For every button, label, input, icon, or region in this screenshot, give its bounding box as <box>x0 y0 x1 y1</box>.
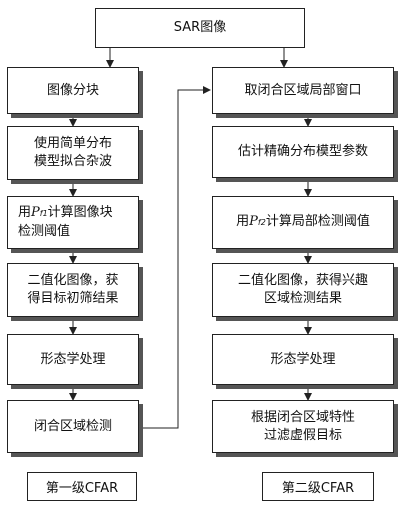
stage2-label-text: 第二级CFAR <box>281 481 355 496</box>
p-f2-symbol: P <box>249 214 258 229</box>
step-estimate-parameters-label: 估计精确分布模型参数 <box>237 144 368 159</box>
step-filter-false-targets: 根据闭合区域特性 过滤虚假目标 <box>212 400 394 453</box>
stage1-label-text: 第一级CFAR <box>45 481 119 496</box>
step-local-window: 取闭合区域局部窗口 <box>212 67 394 114</box>
step-binarize-roi-line2: 区域检测结果 <box>263 291 342 306</box>
step-morphology-2: 形态学处理 <box>212 334 394 385</box>
step-binarize-initial: 二值化图像，获 得目标初筛结果 <box>7 263 139 317</box>
sar-image-box: SAR图像 <box>95 8 305 48</box>
step-image-partition: 图像分块 <box>7 67 139 114</box>
step-morphology-1: 形态学处理 <box>7 334 139 385</box>
p-f1-subscript: f1 <box>39 209 48 218</box>
step-block-threshold: 用Pf1计算图像块 检测阈值 <box>7 196 139 249</box>
step-estimate-parameters: 估计精确分布模型参数 <box>212 126 394 178</box>
step-closed-region-detection: 闭合区域检测 <box>7 400 139 453</box>
step-binarize-roi-line1: 二值化图像，获得兴趣 <box>237 273 368 288</box>
stage2-label: 第二级CFAR <box>262 472 374 501</box>
step-image-partition-label: 图像分块 <box>46 82 99 98</box>
step-clutter-fitting: 使用简单分布 模型拟合杂波 <box>7 126 139 180</box>
sar-image-label: SAR图像 <box>173 20 227 35</box>
step-closed-region-detection-label: 闭合区域检测 <box>33 418 112 434</box>
step-block-threshold-prefix: 用 <box>18 205 32 220</box>
step-filter-false-targets-line2: 过滤虚假目标 <box>263 427 342 443</box>
step-block-threshold-suffix: 计算图像块 <box>47 205 113 220</box>
step-clutter-fitting-line1: 使用简单分布 <box>33 136 112 151</box>
step-local-threshold-suffix: 计算局部检测阈值 <box>265 214 370 229</box>
p-f2-subscript: f2 <box>257 218 266 227</box>
step-morphology-2-label: 形态学处理 <box>270 351 336 367</box>
step-clutter-fitting-line2: 模型拟合杂波 <box>33 154 112 169</box>
step-local-threshold-prefix: 用 <box>236 214 250 229</box>
stage1-label: 第一级CFAR <box>27 472 137 501</box>
arrow-stage1-to-stage2 <box>139 86 211 429</box>
step-block-threshold-line2: 检测阈值 <box>18 224 71 239</box>
step-local-window-label: 取闭合区域局部窗口 <box>244 82 362 98</box>
step-filter-false-targets-line1: 根据闭合区域特性 <box>250 409 355 425</box>
step-binarize-initial-line2: 得目标初筛结果 <box>27 291 119 306</box>
step-local-threshold: 用Pf2计算局部检测阈值 <box>212 196 394 249</box>
step-binarize-initial-line1: 二值化图像，获 <box>27 273 119 288</box>
step-morphology-1-label: 形态学处理 <box>40 351 106 367</box>
step-binarize-roi: 二值化图像，获得兴趣 区域检测结果 <box>212 263 394 317</box>
p-f1-symbol: P <box>31 205 40 220</box>
